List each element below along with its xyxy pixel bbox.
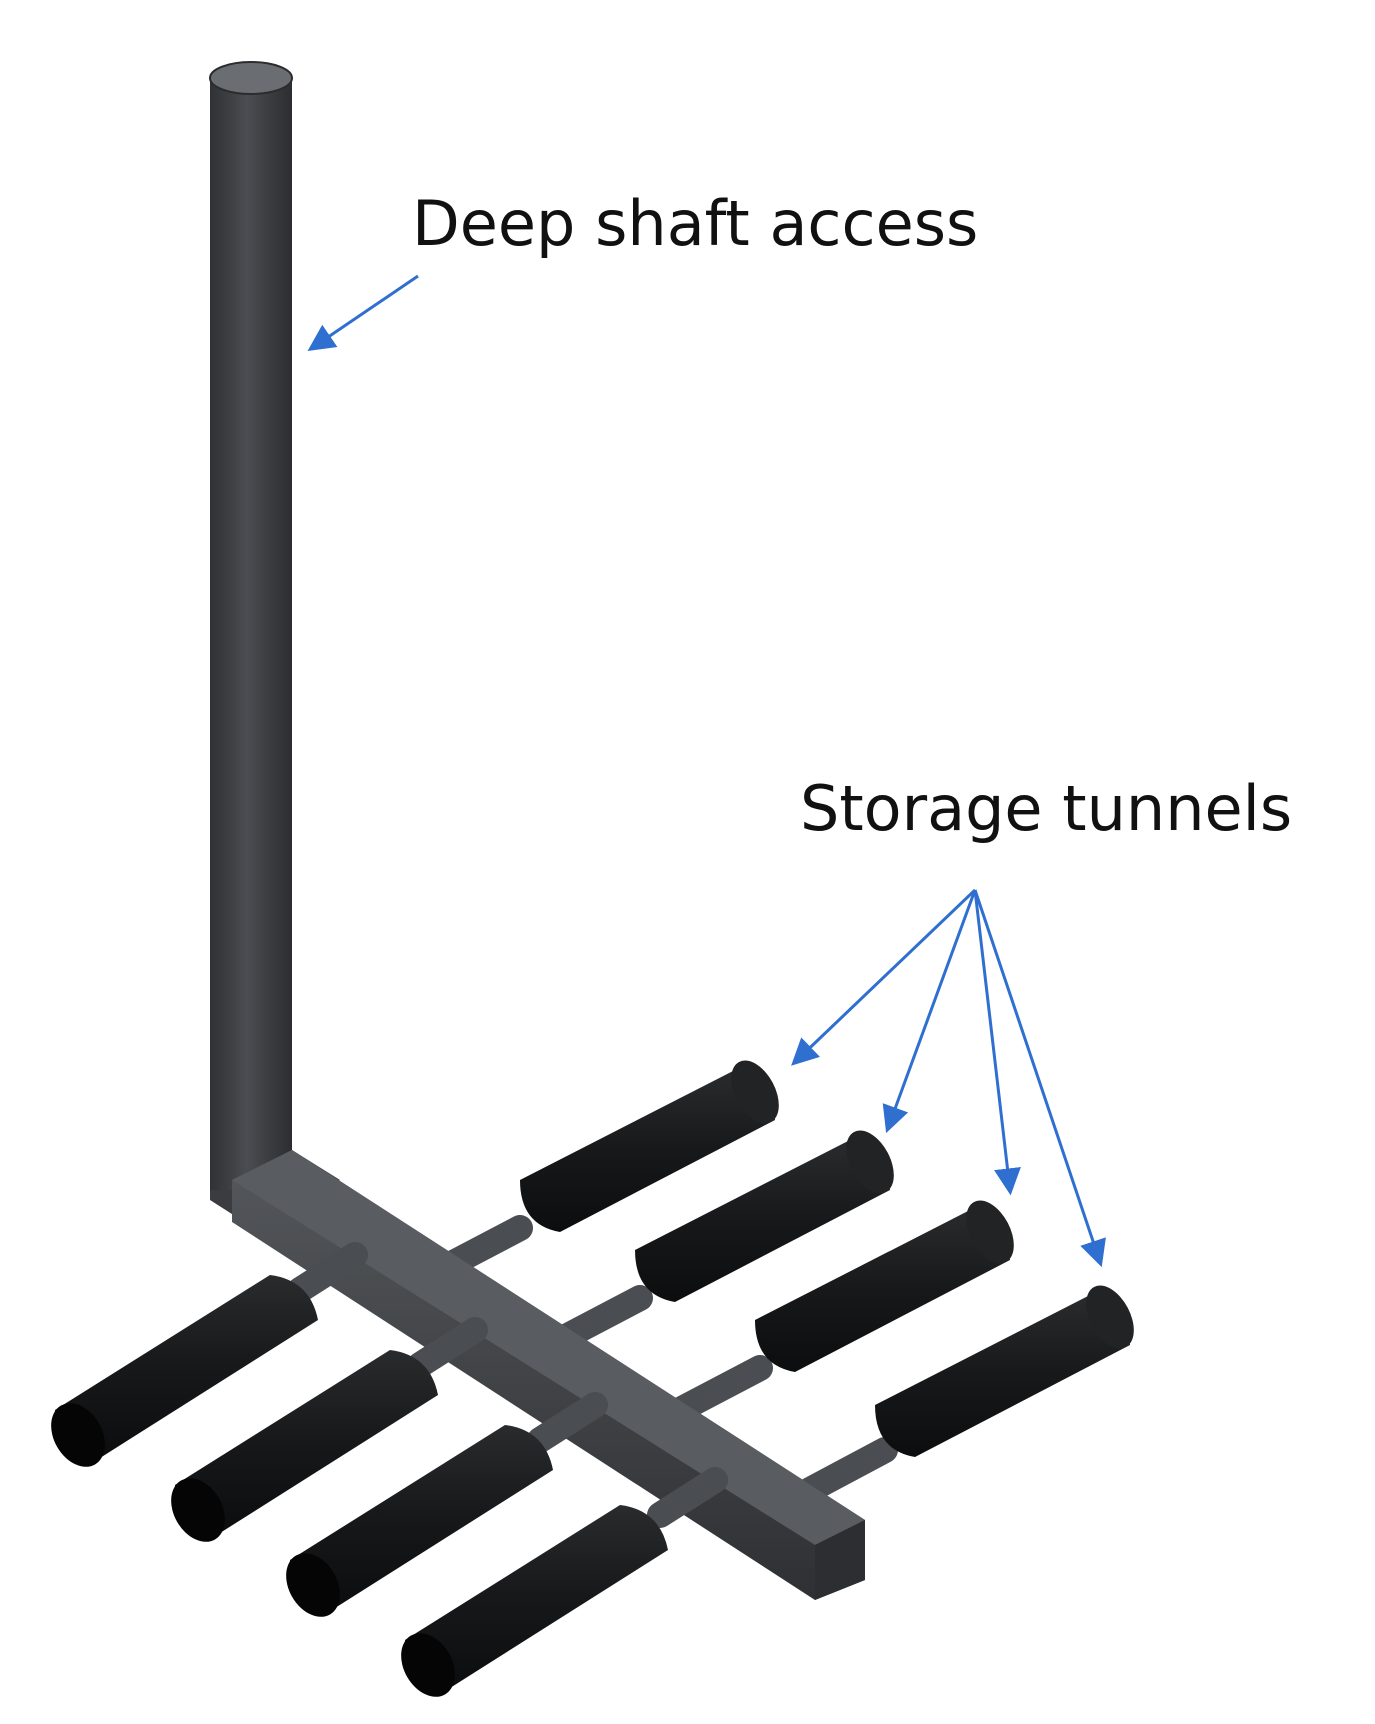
shaft-arrow — [307, 274, 419, 352]
tunnels-label: Storage tunnels — [800, 772, 1292, 845]
tunnel-front-1 — [51, 1242, 368, 1467]
tunnel-front-2 — [171, 1317, 488, 1542]
tunnel-front-4 — [401, 1467, 728, 1697]
tunnel-back-4 — [797, 1285, 1134, 1503]
tunnel-back-3 — [667, 1200, 1014, 1423]
tunnel-front-3 — [286, 1392, 608, 1617]
storage-tunnels-back — [427, 1060, 1134, 1503]
tunnel-arrow-1 — [791, 888, 977, 1066]
shaft-label: Deep shaft access — [412, 187, 978, 260]
annotation-arrows — [307, 274, 1106, 1268]
storage-tunnels-front — [51, 1242, 728, 1697]
deep-shaft — [209, 61, 340, 1232]
tunnel-arrow-2 — [882, 889, 977, 1134]
tunnel-arrow-4 — [973, 889, 1106, 1268]
tunnel-arrow-3 — [973, 889, 1021, 1196]
